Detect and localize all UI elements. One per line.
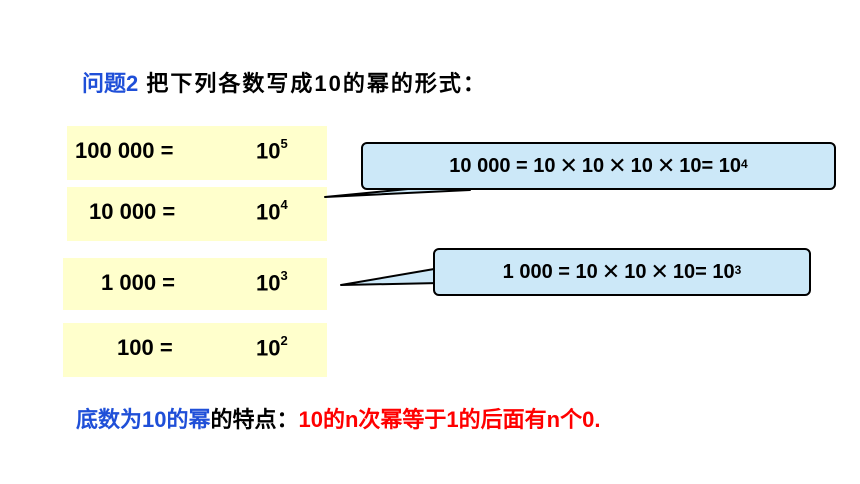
callout-exponent: 4 [741, 157, 748, 171]
conclusion-subject: 底数为10的幂 [76, 407, 211, 432]
power-exponent: 2 [280, 333, 288, 348]
callout-factor: 10 [624, 260, 647, 283]
callout-end: = 10 [695, 260, 735, 283]
callout-factor: 10 [672, 260, 696, 283]
conclusion-text: 底数为10的幂的特点：10的n次幂等于1的后面有n个0. [76, 402, 600, 434]
times-icon: ✕ [601, 259, 621, 284]
callout-2-tail [340, 267, 441, 286]
callout-factor: 10 [679, 154, 702, 177]
power-base: 10 [256, 335, 281, 361]
times-icon: ✕ [608, 153, 627, 178]
power-base: 10 [256, 270, 281, 296]
power-base: 10 [256, 138, 281, 164]
power-base: 10 [256, 199, 281, 225]
row-lhs: 100 000 = [75, 138, 174, 163]
callout-start: 10 000 = 10 [449, 154, 556, 177]
power-row-10000: 10 000 = 104 [67, 187, 327, 241]
power-row-100000: 100 000 = 105 [67, 126, 327, 180]
conclusion-connector: 的特点： [210, 407, 299, 432]
row-power: 103 [256, 268, 288, 296]
callout-start: 1 000 = 10 [502, 260, 598, 283]
question-label: 问题2 [82, 71, 139, 96]
row-power: 105 [256, 136, 288, 164]
callout-factor: 10 [581, 154, 605, 177]
power-exponent: 4 [280, 197, 288, 212]
callout-end: = 10 [701, 154, 742, 177]
row-lhs: 1 000 = [101, 270, 176, 295]
times-icon: ✕ [559, 153, 578, 178]
row-lhs: 100 = [117, 335, 173, 360]
question-text: 把下列各数写成10的幂的形式： [138, 71, 487, 96]
row-power: 102 [256, 333, 288, 361]
power-row-1000: 1 000 = 103 [63, 258, 327, 310]
question-heading: 问题2 把下列各数写成10的幂的形式： [82, 66, 487, 98]
conclusion-rule: 10的n次幂等于1的后面有n个0. [298, 407, 601, 432]
power-exponent: 3 [280, 268, 288, 283]
power-exponent: 5 [280, 136, 288, 151]
callout-factor: 10 [630, 154, 653, 177]
times-icon: ✕ [656, 153, 676, 178]
row-lhs: 10 000 = [89, 199, 176, 224]
callout-exponent: 3 [734, 263, 742, 277]
times-icon: ✕ [650, 259, 669, 284]
row-power: 104 [256, 197, 288, 225]
power-row-100: 100 = 102 [63, 323, 327, 377]
